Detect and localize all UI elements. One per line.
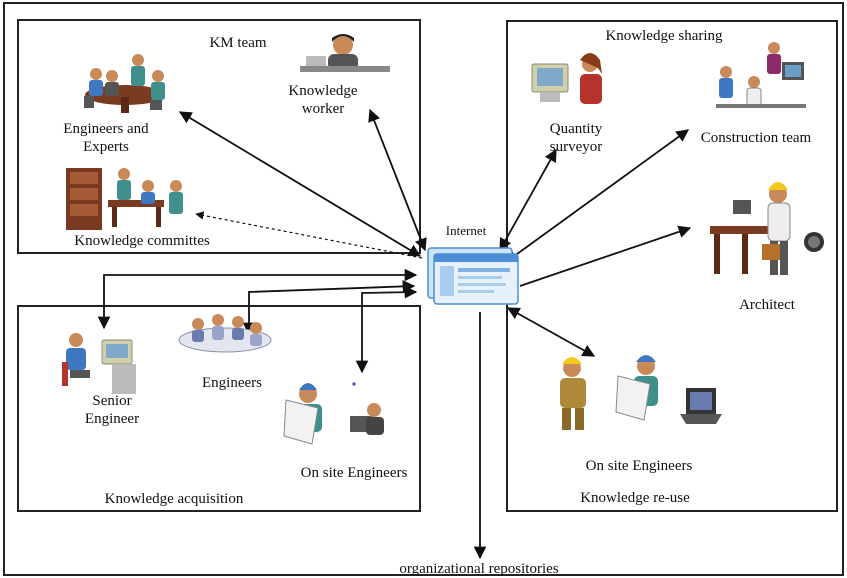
onsite-engineers-icon [283, 382, 384, 445]
architect-label: Architect [739, 297, 795, 313]
arrow-senior-engineer [97, 268, 418, 330]
construction-team-label: Construction team [700, 130, 812, 146]
knowledge-worker-icon [300, 34, 390, 72]
engineers-experts-label: Engineers and Experts [63, 121, 149, 155]
computer-user-icon [531, 53, 602, 104]
senior-engineer-icon [62, 333, 136, 394]
knowledge-sharing-label: Knowledge sharing [605, 28, 723, 44]
on-site-engineers-left-label: On site Engineers [300, 465, 408, 481]
arrows [97, 108, 692, 560]
internet-label: Internet [445, 223, 487, 238]
meeting-table-icon [84, 54, 165, 113]
laptop-icon [680, 388, 722, 424]
arrow-knowledge-worker [368, 108, 427, 252]
outer-frame [3, 2, 844, 576]
arrow-architect [519, 225, 692, 287]
committee-icon [66, 168, 183, 230]
on-site-engineers-right-label: On site Engineers [585, 458, 693, 474]
construction-team-icon [716, 42, 806, 108]
engineers-group-icon [178, 314, 272, 353]
knowledge-committes-label: Knowledge committes [74, 233, 210, 249]
knowledge-acquisition-label: Knowledge acquisition [104, 491, 244, 507]
engineers-label: Engineers [202, 375, 262, 391]
browser-window-icon [427, 247, 519, 305]
architect-icon [710, 182, 824, 275]
onsite-engineers-icon [560, 355, 658, 430]
arrow-construction [504, 129, 690, 263]
organizational-repositories-label: organizational repositories [399, 561, 559, 577]
knowledge-reuse-label: Knowledge re-use [580, 490, 690, 506]
arrow-onsite-left [355, 285, 418, 374]
arrow-onsite-right [506, 307, 596, 357]
senior-engineer-label: Senior Engineer [84, 393, 140, 427]
km-team-label: KM team [209, 35, 267, 51]
quantity-surveyor-label: Quantity surveyor [549, 121, 603, 155]
knowledge-worker-label: Knowledge worker [288, 83, 358, 117]
arrow-committee [195, 211, 423, 259]
arrow-surveyor [499, 148, 557, 252]
